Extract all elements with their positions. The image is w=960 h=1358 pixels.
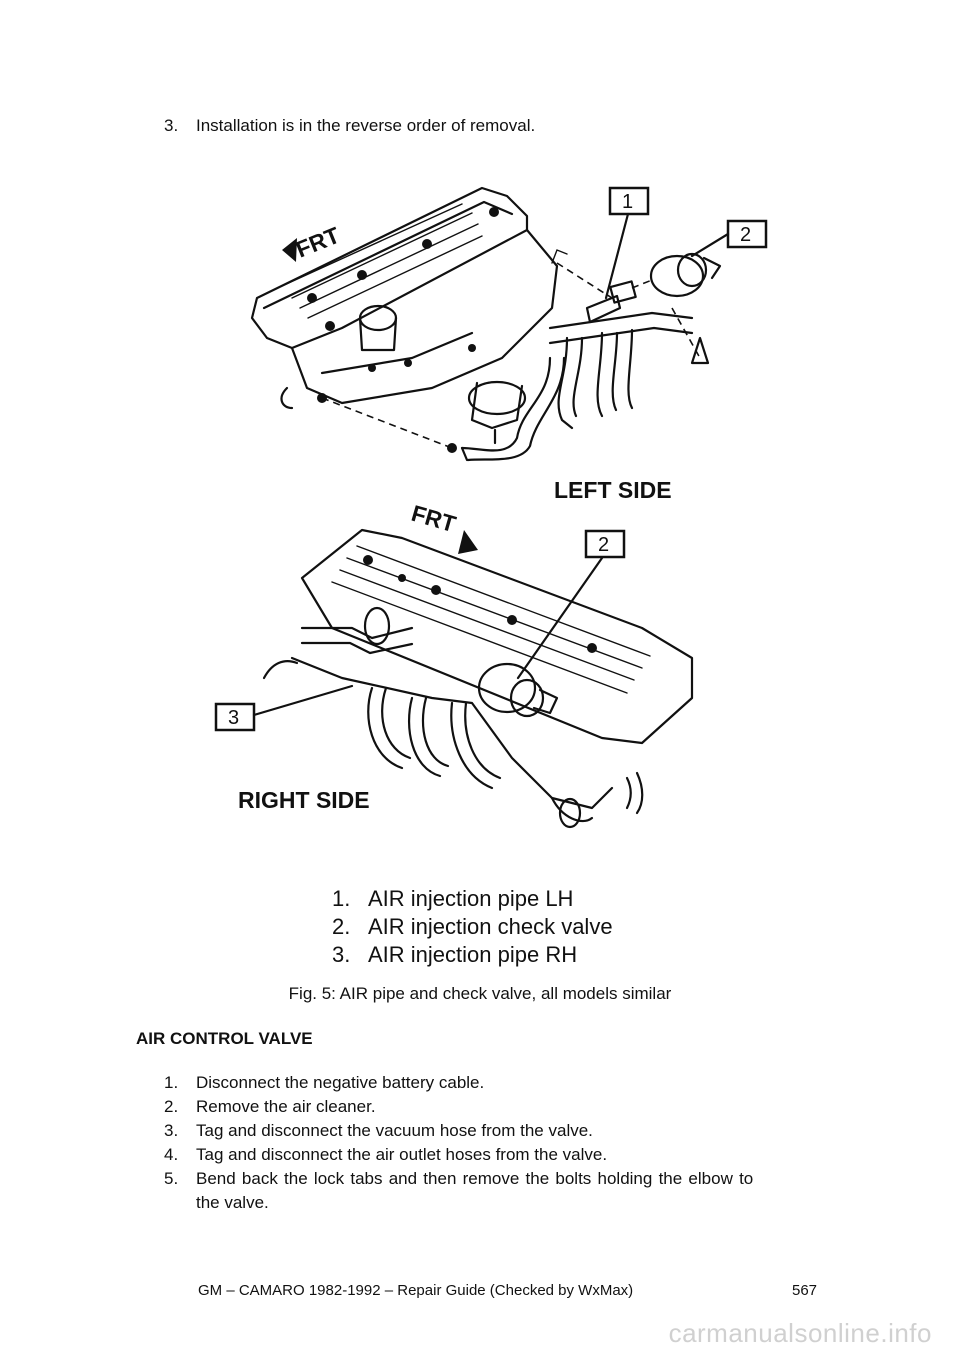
figure-caption: Fig. 5: AIR pipe and check valve, all mo… — [288, 984, 672, 1003]
callout-box-3 — [214, 702, 256, 732]
front-arrow-right — [458, 530, 478, 554]
engine-diagram-figure: FRT — [172, 158, 784, 978]
callout-label-2-top: 2 — [740, 224, 751, 246]
step-number: 3. — [164, 1121, 179, 1140]
footer-page-number: 567 — [792, 1282, 818, 1299]
watermark: carmanualsonline.info — [668, 1318, 932, 1348]
front-marker-left: FRT — [292, 222, 343, 263]
right-side-engine-drawing: FRT — [214, 500, 694, 829]
footer-title: GM – CAMARO 1982-1992 – Repair Guide (Ch… — [198, 1282, 634, 1299]
step-number: 5. — [164, 1169, 179, 1188]
step-number: 4. — [164, 1145, 179, 1164]
legend-text-2: AIR injection check valve — [368, 914, 613, 939]
step-text: Remove the air cleaner. — [196, 1097, 376, 1116]
step-number: 1. — [164, 1073, 179, 1092]
legend-text-1: AIR injection pipe LH — [368, 886, 573, 911]
legend-text-3: AIR injection pipe RH — [368, 942, 577, 967]
step-text-continuation: the valve. — [196, 1193, 269, 1212]
callout-box-2-top — [726, 219, 768, 249]
intro-step-text: Installation is in the reverse order of … — [196, 116, 536, 135]
callout-line-1 — [604, 212, 630, 300]
step-text: Disconnect the negative battery cable. — [196, 1073, 485, 1092]
front-arrow-left — [282, 238, 297, 262]
step-text: Tag and disconnect the air outlet hoses … — [196, 1145, 608, 1164]
legend-number-1: 1. — [332, 886, 350, 911]
left-side-label: LEFT SIDE — [554, 477, 672, 503]
front-marker-right: FRT — [409, 500, 459, 537]
section-heading: AIR CONTROL VALVE — [136, 1029, 313, 1048]
step-text: Bend back the lock tabs and then remove … — [196, 1169, 754, 1188]
callout-line-2-top — [690, 232, 730, 258]
legend-number-2: 2. — [332, 914, 350, 939]
step-text: Tag and disconnect the vacuum hose from … — [196, 1121, 593, 1140]
engine-diagram: FRT — [214, 186, 768, 967]
callout-line-2-bottom — [516, 556, 604, 680]
callout-box-2-bottom — [584, 529, 626, 559]
step-number: 2. — [164, 1097, 179, 1116]
legend-number-3: 3. — [332, 942, 350, 967]
intro-step-number: 3. — [164, 116, 179, 135]
callout-label-2-bottom: 2 — [598, 534, 609, 556]
callout-label-3: 3 — [228, 707, 239, 729]
callout-label-1: 1 — [622, 191, 633, 213]
left-side-engine-drawing: FRT — [250, 186, 768, 503]
right-side-label: RIGHT SIDE — [238, 787, 370, 813]
figure-legend: 1. AIR injection pipe LH 2. AIR injectio… — [332, 886, 613, 967]
callout-line-3 — [252, 684, 354, 717]
